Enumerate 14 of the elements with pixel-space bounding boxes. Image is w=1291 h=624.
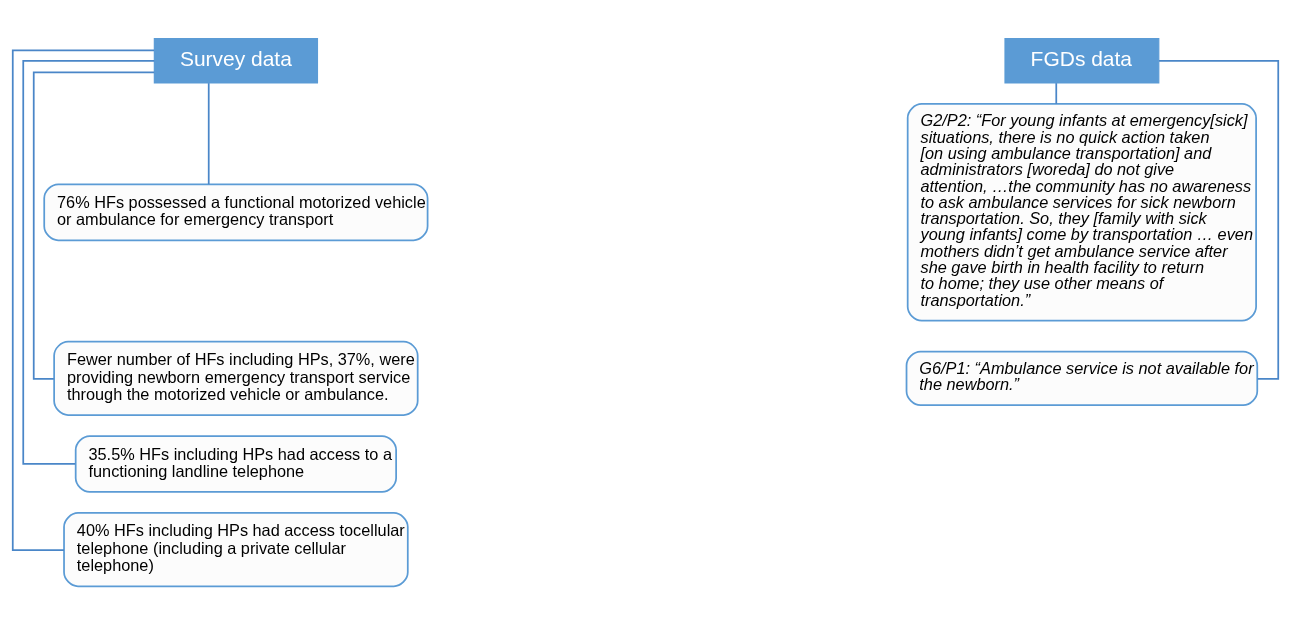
connector [1158, 59, 1280, 380]
connector [1055, 81, 1058, 105]
node-box: 76% HFs possessed a functional motorized vehicle or ambulance for emergency transport [43, 182, 429, 241]
connector [207, 81, 210, 185]
node-box: Fewer number of HFs including HPs, 37%, were providing newborn emergency transport service through the motorized vehicle or ambulance. [53, 340, 419, 416]
node-box: G2/P2: “For young infants at emergency[sick] situations, there is no quick action taken [on using ambulance transportation] and administrators [woreda] do not give attention, …the community has no awareness to ask ambulance services for sick newborn transportation. So, they [family with sick young infants] come by transportation … even mothers didn’t get ambulance service after she gave birth in health facility to return to home; they use other means of transportation.” [906, 102, 1257, 322]
node-box: FGDs data [1004, 37, 1160, 84]
connector [32, 71, 156, 380]
node-box: 35.5% HFs including HPs had access to a functioning landline telephone [74, 434, 397, 493]
connector [22, 59, 156, 465]
connector [11, 48, 155, 551]
node-box: 40% HFs including HPs had access tocellular telephone (including a private cellular telephone) [63, 511, 409, 587]
node-box: Survey data [153, 37, 319, 84]
node-box: G6/P1: “Ambulance service is not available for the newborn.” [905, 350, 1259, 406]
